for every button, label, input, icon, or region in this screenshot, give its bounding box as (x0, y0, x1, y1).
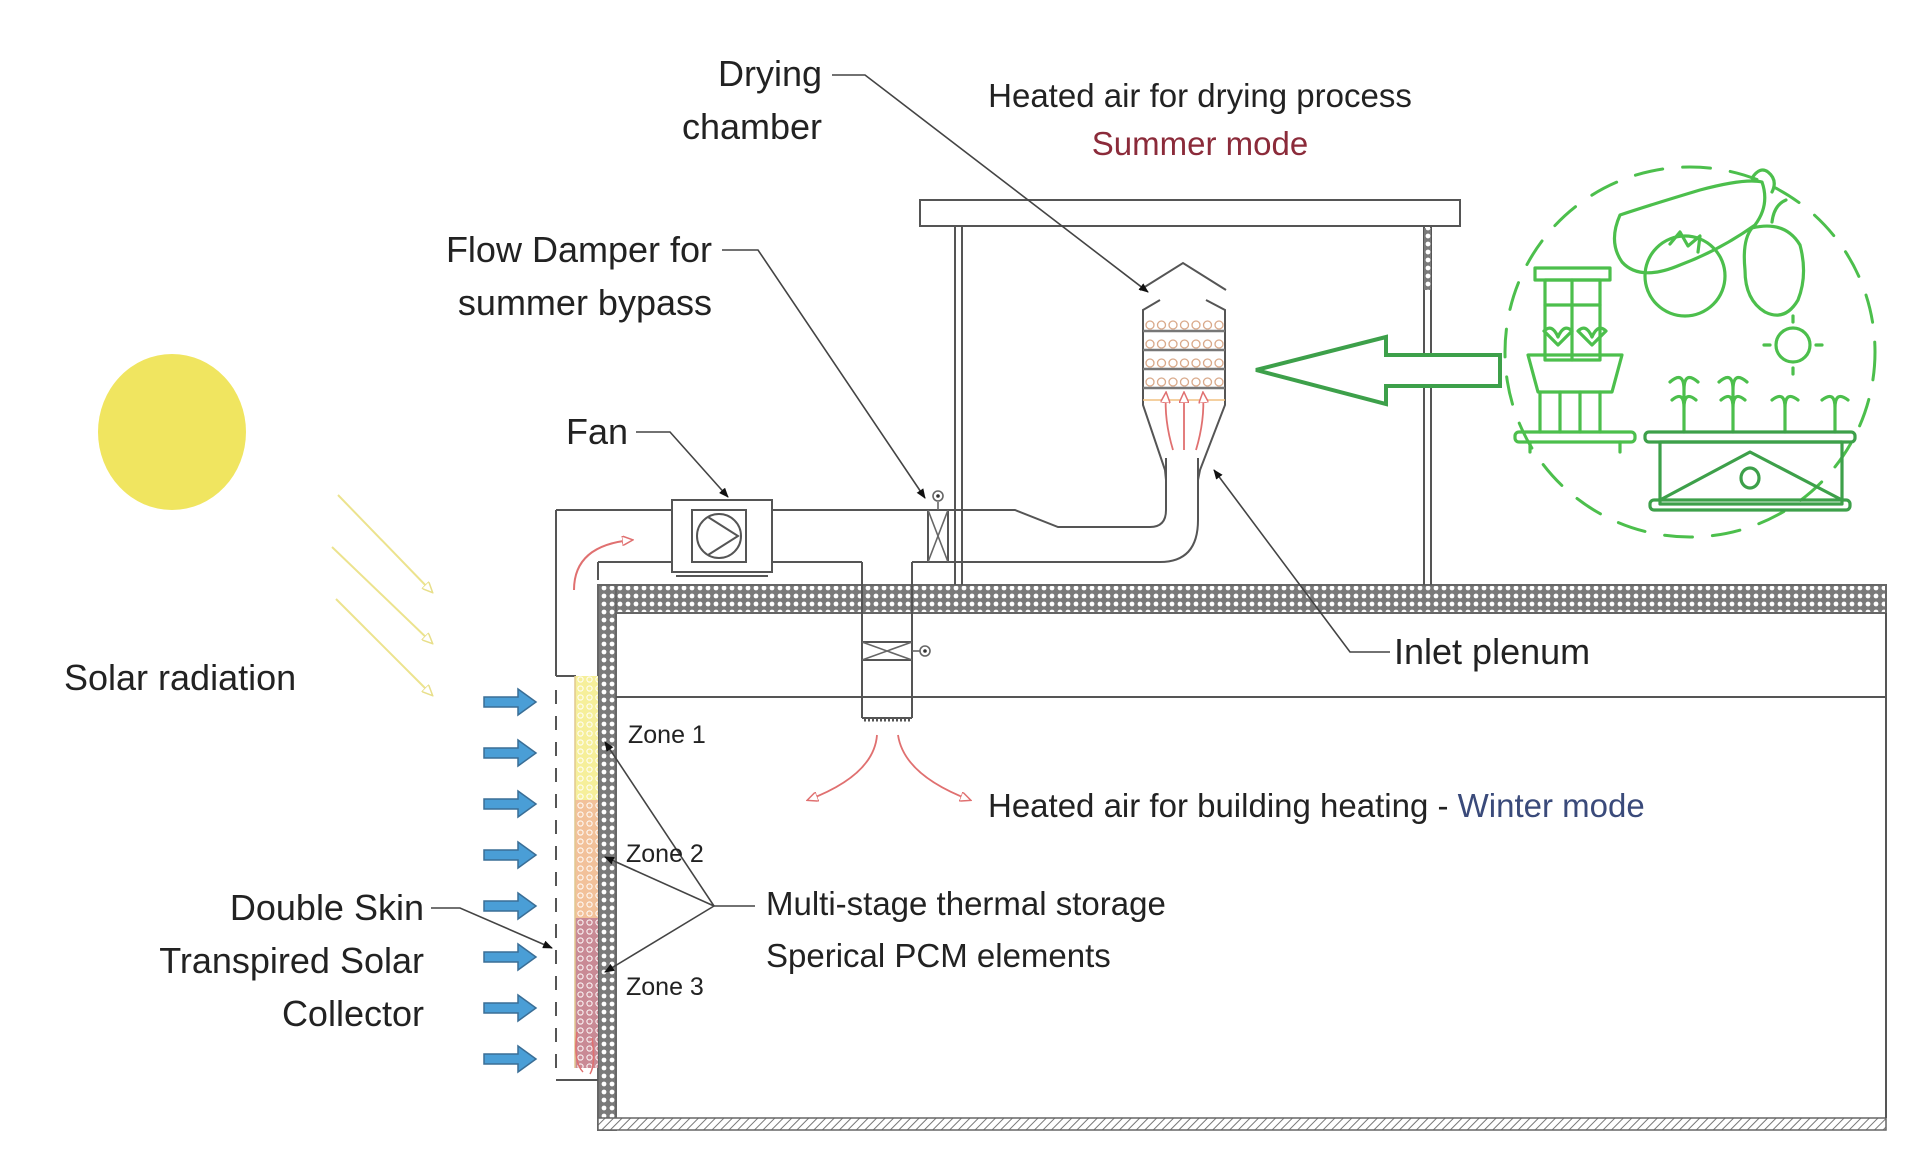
fan-icon[interactable] (671, 499, 773, 577)
fan-label: Fan (566, 411, 628, 452)
flow-damper-label-line1: Flow Damper for (446, 229, 712, 270)
heated-air-drying-label: Heated air for drying process (988, 77, 1412, 114)
winter-hot-air-arrow-right (897, 734, 970, 800)
air-intake-arrow (483, 1044, 538, 1074)
produce-item (1214, 339, 1224, 349)
winter-damper-icon[interactable] (861, 641, 931, 661)
summer-mode-label: Summer mode (1092, 125, 1308, 162)
air-duct (555, 458, 1199, 719)
collector-label-line3: Collector (282, 993, 424, 1034)
produce-item (1145, 377, 1155, 387)
air-intake-arrow (483, 840, 538, 870)
produce-item (1191, 377, 1201, 387)
air-intake-arrow (483, 789, 538, 819)
solar-ray (335, 598, 432, 695)
produce-item (1168, 339, 1178, 349)
produce-item (1145, 358, 1155, 368)
fan-leader (636, 431, 729, 498)
produce-item (1202, 377, 1213, 387)
produce-item (1214, 377, 1224, 387)
produce-item (1202, 320, 1213, 330)
produce-item (1179, 377, 1190, 387)
air-intake-arrow (483, 738, 538, 768)
collector-label-line2: Transpired Solar (159, 940, 424, 981)
drying-chamber-leader (832, 74, 1149, 293)
heated-air-building-label: Heated air for building heating - Winter… (988, 787, 1645, 824)
drying-chamber-label-line1: Drying (718, 53, 822, 94)
zone-2-label: Zone 2 (626, 840, 704, 868)
flow-damper-leader (722, 249, 926, 499)
produce-item (1179, 358, 1190, 368)
drying-chamber-frame (919, 199, 1461, 585)
air-intake-arrow (483, 891, 538, 921)
produce-item (1179, 339, 1190, 349)
produce-item (1202, 358, 1213, 368)
drying-trays (1143, 320, 1225, 390)
produce-input-arrow (1255, 334, 1502, 407)
produce-garden-icon (1503, 165, 1877, 539)
zone-1-label: Zone 1 (628, 721, 706, 749)
inlet-plenum-label: Inlet plenum (1394, 631, 1590, 672)
heated-air-building-text: Heated air for building heating - (988, 787, 1458, 824)
floor (597, 1117, 1887, 1131)
collector-label-line1: Double Skin (230, 887, 424, 928)
thermal-storage-label-line2: Sperical PCM elements (766, 937, 1111, 974)
solar-rays (331, 494, 432, 695)
produce-item (1168, 377, 1178, 387)
air-intake-arrow (483, 687, 538, 717)
produce-item (1214, 358, 1224, 368)
produce-item (1191, 358, 1201, 368)
produce-item (1156, 320, 1167, 330)
produce-item (1156, 339, 1167, 349)
produce-item (1202, 339, 1213, 349)
solar-ray (337, 494, 432, 592)
transpired-solar-collector (555, 675, 598, 1081)
summer-bypass-damper-icon[interactable] (927, 490, 949, 563)
produce-item (1191, 320, 1201, 330)
flow-damper-label-line2: summer bypass (458, 282, 712, 323)
sun-icon (98, 354, 246, 510)
zone-3-label: Zone 3 (626, 973, 704, 1001)
solar-radiation-label: Solar radiation (64, 657, 296, 698)
produce-item (1214, 320, 1224, 330)
winter-mode-label: Winter mode (1458, 787, 1645, 824)
solar-ray (331, 546, 432, 643)
produce-item (1168, 320, 1178, 330)
thermal-storage-label-line1: Multi-stage thermal storage (766, 885, 1166, 922)
roof-insulation (597, 584, 1887, 614)
collector-leader (431, 907, 553, 949)
produce-item (1145, 339, 1155, 349)
winter-hot-air-arrow-left (808, 734, 878, 800)
thermal-storage-leaders (604, 741, 755, 973)
dryer-column (1139, 261, 1227, 481)
drying-chamber-label-line2: chamber (682, 106, 822, 147)
produce-item (1145, 320, 1155, 330)
air-intake-arrow (483, 942, 538, 972)
hot-air-flow-arrow (573, 540, 632, 591)
inlet-plenum-leader (1213, 469, 1390, 653)
produce-item (1156, 377, 1167, 387)
air-intake-arrows (483, 687, 538, 1074)
produce-item (1156, 358, 1167, 368)
produce-item (1191, 339, 1201, 349)
produce-item (1179, 320, 1190, 330)
produce-item (1168, 358, 1178, 368)
air-intake-arrow (483, 993, 538, 1023)
